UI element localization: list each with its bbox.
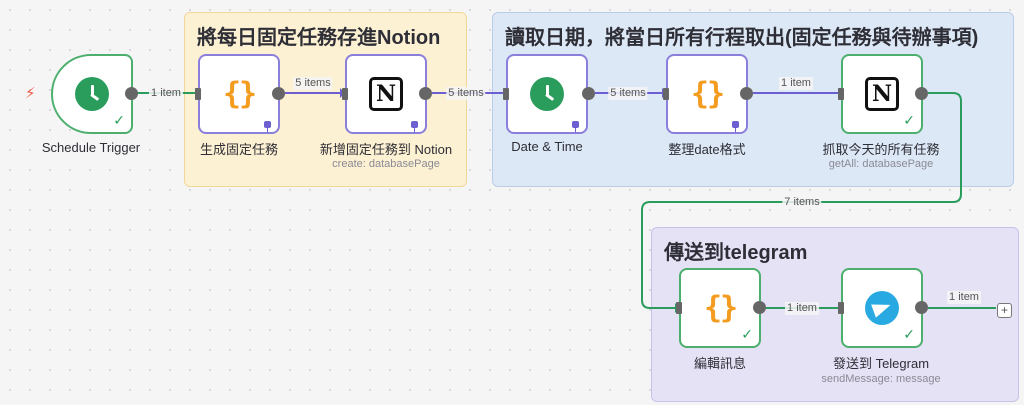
output-port[interactable] bbox=[125, 87, 138, 100]
node-label: 新增固定任務到 Notion bbox=[319, 142, 453, 157]
node-subtitle: create: databasePage bbox=[332, 158, 440, 170]
input-port[interactable] bbox=[838, 88, 844, 100]
node-edit-message[interactable]: {} ✓ bbox=[679, 268, 761, 348]
pin-icon bbox=[572, 121, 579, 132]
code-braces-icon: {} bbox=[690, 76, 725, 112]
notion-icon: N bbox=[865, 77, 899, 111]
connection-item-count: 1 item bbox=[779, 77, 813, 90]
output-port[interactable] bbox=[915, 87, 928, 100]
connection-item-count: 5 items bbox=[608, 87, 648, 100]
node-label: 生成固定任務 bbox=[199, 142, 279, 157]
add-node-button[interactable]: + bbox=[997, 303, 1012, 318]
node-date-time[interactable] bbox=[506, 54, 588, 134]
pin-icon bbox=[732, 121, 739, 132]
clock-icon bbox=[530, 77, 564, 111]
input-port[interactable] bbox=[676, 302, 682, 314]
node-format-date[interactable]: {} bbox=[666, 54, 748, 134]
sticky-note-title: 將每日固定任務存進Notion bbox=[197, 27, 441, 49]
node-add-to-notion[interactable]: N bbox=[345, 54, 427, 134]
connection-item-count: 7 items bbox=[782, 196, 822, 209]
pin-icon bbox=[264, 121, 271, 132]
node-send-telegram[interactable]: ✓ bbox=[841, 268, 923, 348]
node-schedule-trigger[interactable]: ✓ bbox=[51, 54, 133, 134]
trigger-bolt-icon: ⚡ bbox=[25, 85, 36, 102]
telegram-icon bbox=[865, 291, 899, 325]
input-port[interactable] bbox=[503, 88, 509, 100]
output-port[interactable] bbox=[915, 301, 928, 314]
code-braces-icon: {} bbox=[703, 290, 738, 326]
node-label: Schedule Trigger bbox=[41, 140, 141, 155]
pin-icon bbox=[411, 121, 418, 132]
node-subtitle: getAll: databasePage bbox=[828, 158, 934, 170]
input-port[interactable] bbox=[838, 302, 844, 314]
input-port[interactable] bbox=[195, 88, 201, 100]
node-label: 抓取今天的所有任務 bbox=[822, 142, 940, 157]
output-port[interactable] bbox=[740, 87, 753, 100]
code-braces-icon: {} bbox=[222, 76, 257, 112]
connection-item-count: 1 item bbox=[947, 291, 981, 304]
node-label: 發送到 Telegram bbox=[832, 356, 930, 371]
input-port[interactable] bbox=[663, 88, 669, 100]
node-fetch-today-tasks[interactable]: N ✓ bbox=[841, 54, 923, 134]
output-port[interactable] bbox=[419, 87, 432, 100]
success-check-icon: ✓ bbox=[113, 112, 125, 128]
node-label: Date & Time bbox=[511, 139, 583, 154]
success-check-icon: ✓ bbox=[903, 112, 915, 128]
output-port[interactable] bbox=[272, 87, 285, 100]
notion-icon: N bbox=[369, 77, 403, 111]
success-check-icon: ✓ bbox=[741, 326, 753, 342]
sticky-note-title: 讀取日期，將當日所有行程取出(固定任務與待辦事項) bbox=[505, 27, 979, 49]
node-label: 編輯訊息 bbox=[693, 356, 747, 371]
success-check-icon: ✓ bbox=[903, 326, 915, 342]
node-generate-fixed-tasks[interactable]: {} bbox=[198, 54, 280, 134]
clock-icon bbox=[75, 77, 109, 111]
node-label: 整理date格式 bbox=[668, 142, 746, 157]
connection-item-count: 1 item bbox=[785, 302, 819, 315]
output-port[interactable] bbox=[582, 87, 595, 100]
sticky-note-title: 傳送到telegram bbox=[664, 242, 808, 264]
input-port[interactable] bbox=[342, 88, 348, 100]
output-port[interactable] bbox=[753, 301, 766, 314]
connection-item-count: 1 item bbox=[149, 87, 183, 100]
node-subtitle: sendMessage: message bbox=[821, 373, 941, 385]
connection-item-count: 5 items bbox=[293, 77, 333, 90]
connection-item-count: 5 items bbox=[446, 87, 486, 100]
